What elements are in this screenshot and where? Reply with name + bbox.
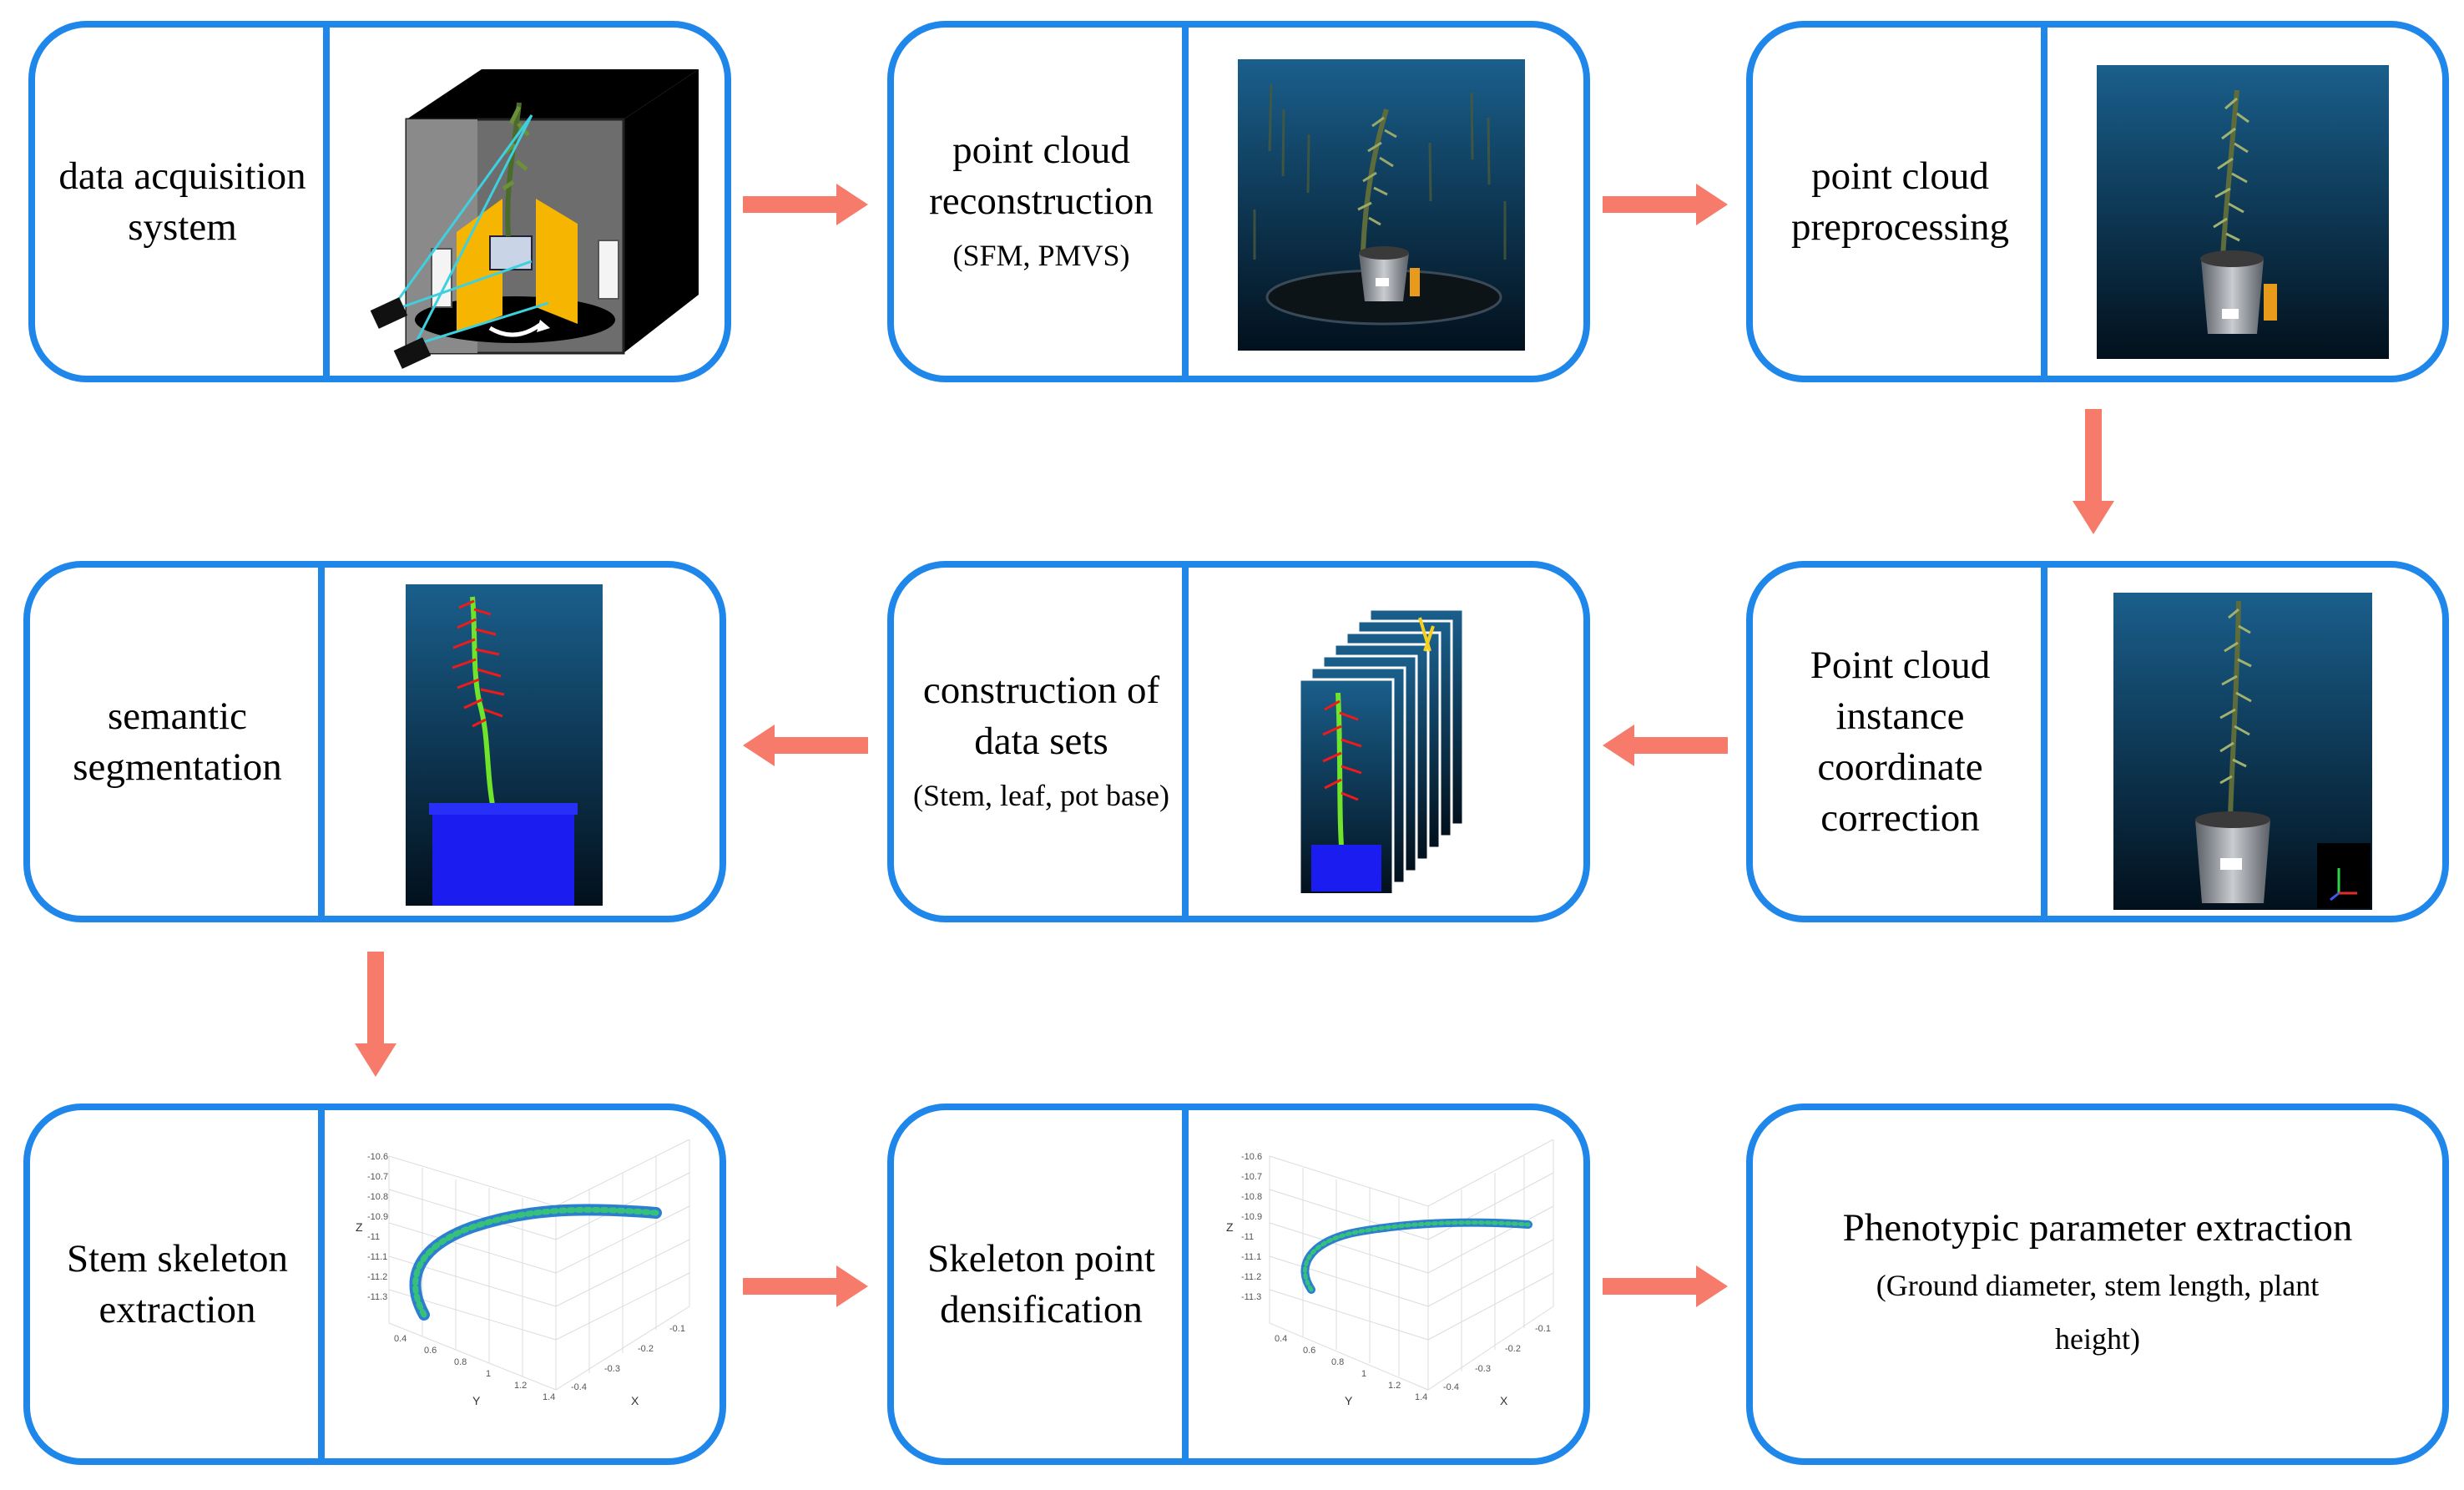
flow-arrow-left: [1603, 725, 1728, 766]
z-tick: -10.7: [367, 1172, 388, 1182]
z-tick: -11.2: [367, 1272, 387, 1282]
step-title: semantic segmentation: [73, 694, 282, 789]
y-tick: 1: [486, 1369, 491, 1379]
x-tick: -0.1: [669, 1324, 685, 1334]
step-subtitle: (Ground diameter, stem length, plant hei…: [1876, 1269, 2320, 1356]
step-title: data acquisition system: [58, 154, 306, 249]
step-box-data-acquisition: data acquisition system: [28, 21, 731, 382]
z-tick: -10.6: [367, 1152, 388, 1162]
z-tick: -11: [367, 1232, 380, 1242]
step-box-point-cloud-preprocessing: point cloud preprocessing: [1746, 21, 2449, 382]
step-box-construction-of-data-sets: construction of data sets (Stem, leaf, p…: [887, 561, 1590, 922]
segmented-plant-image: [406, 584, 603, 906]
step-title: point cloud reconstruction: [929, 128, 1154, 223]
reconstructed-point-cloud-image: [1238, 59, 1525, 351]
z-tick: -11.1: [1241, 1252, 1261, 1262]
x-tick: -0.3: [1475, 1364, 1491, 1374]
y-tick: 1: [1361, 1369, 1366, 1379]
x-tick: -0.2: [1505, 1344, 1521, 1354]
y-tick: 1.4: [1415, 1392, 1427, 1402]
box-divider: [323, 28, 330, 376]
box-divider: [1182, 1110, 1189, 1458]
box-divider: [318, 568, 325, 916]
step-box-phenotypic-parameter-extraction: Phenotypic parameter extraction (Ground …: [1746, 1104, 2449, 1465]
step-box-skeleton-densification: Skeleton point densification -10.6 -10.7…: [887, 1104, 1590, 1465]
step-box-point-cloud-reconstruction: point cloud reconstruction (SFM, PMVS): [887, 21, 1590, 382]
z-tick: -11: [1241, 1232, 1254, 1242]
preprocessed-point-cloud-image: [2097, 65, 2389, 359]
corrected-point-cloud-image: [2113, 593, 2372, 910]
y-tick: 1.4: [543, 1392, 555, 1402]
flow-arrow-down: [2073, 409, 2114, 534]
y-axis-label: Y: [472, 1394, 481, 1407]
x-tick: -0.3: [604, 1364, 620, 1374]
step-title: Phenotypic parameter extraction: [1842, 1206, 2353, 1250]
y-tick: 0.8: [1331, 1357, 1344, 1367]
step-title: Point cloud instance coordinate correcti…: [1810, 643, 1991, 840]
x-tick: -0.4: [571, 1382, 587, 1392]
z-tick: -10.9: [1241, 1212, 1262, 1222]
flow-arrow-left: [743, 725, 868, 766]
x-tick: -0.4: [1443, 1382, 1459, 1392]
x-tick: -0.1: [1535, 1324, 1551, 1334]
acquisition-chamber-illustration: [370, 69, 699, 369]
y-axis-label: Y: [1345, 1394, 1353, 1407]
flow-arrow-right: [1603, 184, 1728, 225]
box-divider: [1182, 28, 1189, 376]
step-box-coordinate-correction: Point cloud instance coordinate correcti…: [1746, 561, 2449, 922]
box-divider: [318, 1110, 325, 1458]
y-tick: 0.6: [1303, 1346, 1315, 1356]
step-box-stem-skeleton-extraction: Stem skeleton extraction -10.6 -10.7 -10…: [23, 1104, 726, 1465]
flow-arrow-down: [355, 952, 396, 1077]
box-divider: [2041, 568, 2047, 916]
x-axis-label: X: [1500, 1394, 1508, 1407]
flow-arrow-right: [743, 184, 868, 225]
y-tick: 0.8: [454, 1357, 467, 1367]
densified-skeleton-3d-plot: -10.6 -10.7 -10.8 -10.9 -11 -11.1 -11.2 …: [1226, 1139, 1554, 1407]
y-tick: 1.2: [1388, 1381, 1401, 1391]
step-title: construction of data sets: [922, 668, 1160, 763]
step-title: Stem skeleton extraction: [67, 1236, 288, 1331]
z-tick: -10.9: [367, 1212, 388, 1222]
x-axis-label: X: [631, 1394, 639, 1407]
z-tick: -11.1: [367, 1252, 387, 1262]
y-tick: 1.2: [514, 1381, 527, 1391]
z-tick: -10.6: [1241, 1152, 1262, 1162]
box-divider: [1182, 568, 1189, 916]
z-axis-label: Z: [1226, 1220, 1234, 1234]
step-title: point cloud preprocessing: [1790, 154, 2010, 249]
step-box-semantic-segmentation: semantic segmentation: [23, 561, 726, 922]
step-subtitle: (SFM, PMVS): [952, 238, 1130, 272]
flow-arrow-right: [743, 1265, 868, 1307]
z-tick: -10.8: [367, 1192, 388, 1202]
y-tick: 0.4: [394, 1334, 406, 1344]
box-divider: [2041, 28, 2047, 376]
z-tick: -11.3: [367, 1292, 387, 1302]
dataset-stack-image: [1298, 609, 1465, 893]
step-title: Skeleton point densification: [927, 1236, 1155, 1331]
flow-arrow-right: [1603, 1265, 1728, 1307]
z-tick: -10.7: [1241, 1172, 1262, 1182]
z-tick: -10.8: [1241, 1192, 1262, 1202]
step-subtitle: (Stem, leaf, pot base): [913, 778, 1169, 812]
skeleton-3d-plot: -10.6 -10.7 -10.8 -10.9 -11 -11.1 -11.2 …: [356, 1139, 690, 1407]
z-tick: -11.3: [1241, 1292, 1261, 1302]
y-tick: 0.6: [424, 1346, 437, 1356]
x-tick: -0.2: [638, 1344, 654, 1354]
y-tick: 0.4: [1275, 1334, 1287, 1344]
z-tick: -11.2: [1241, 1272, 1261, 1282]
z-axis-label: Z: [356, 1220, 363, 1234]
